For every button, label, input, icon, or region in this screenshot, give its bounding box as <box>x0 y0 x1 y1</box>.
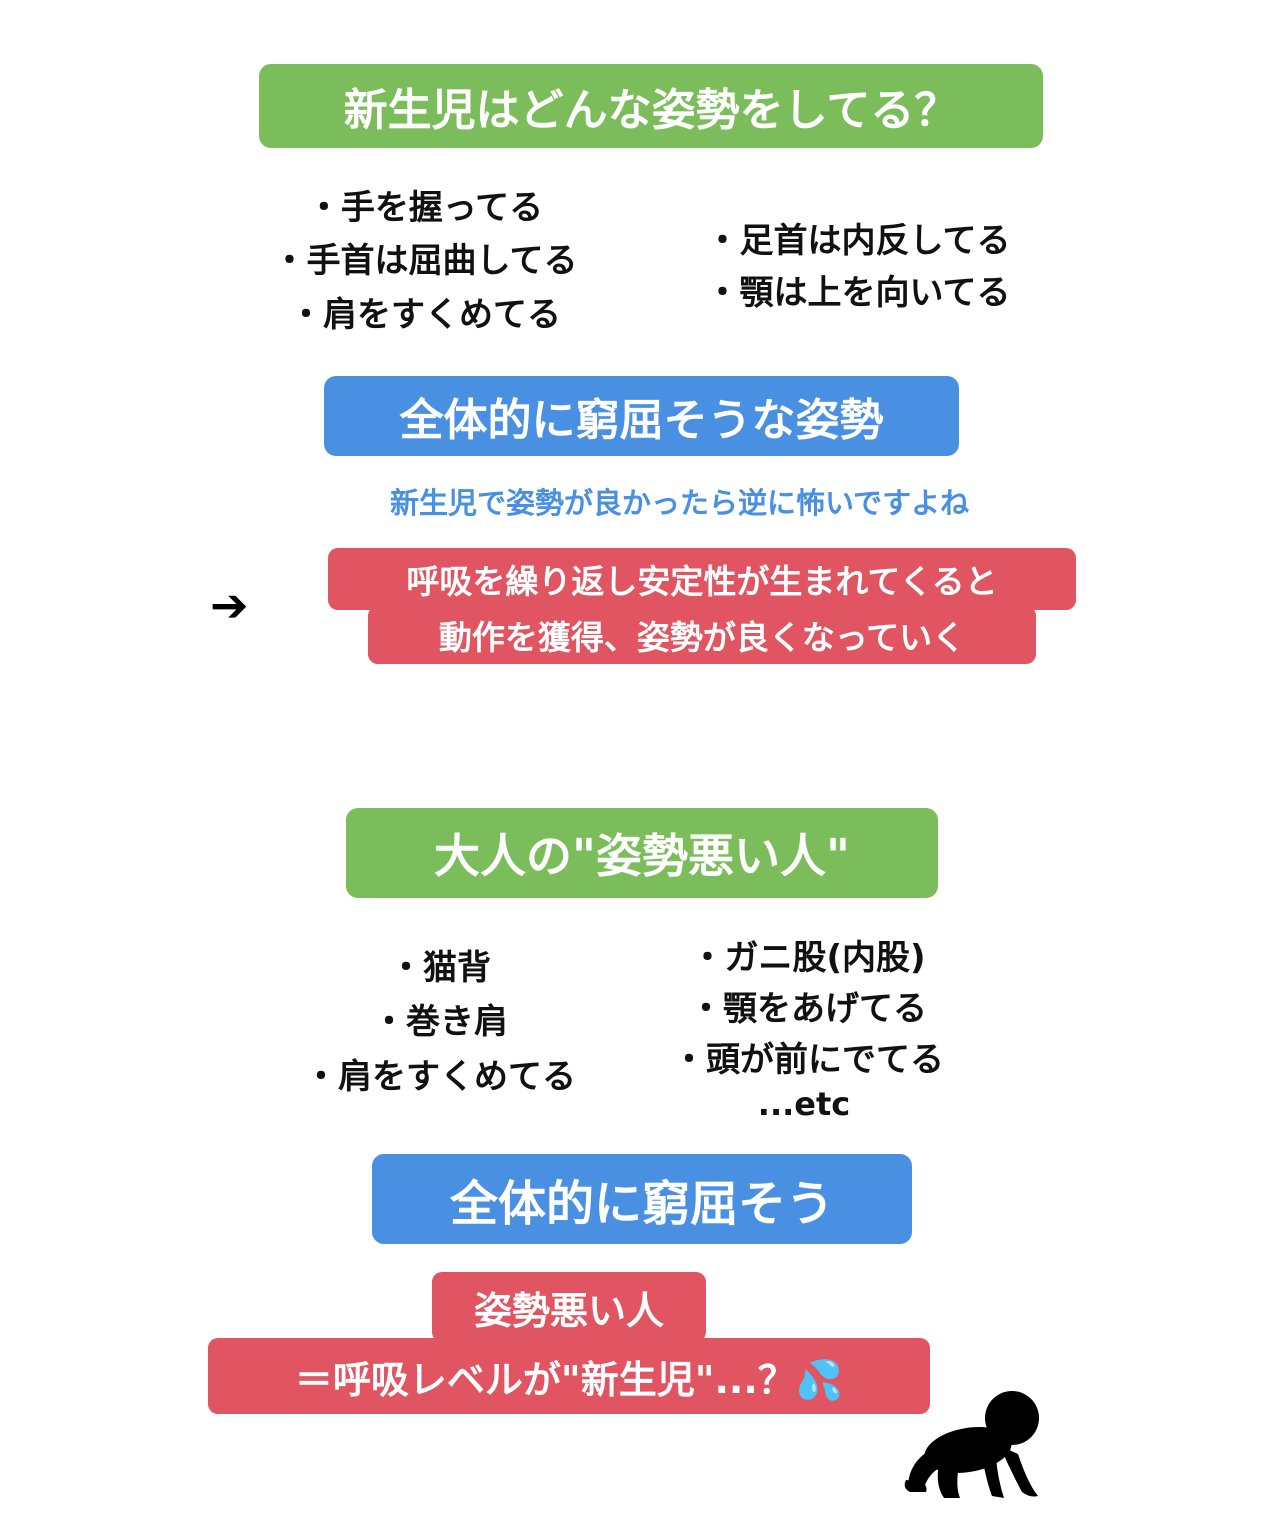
section1-note: 新生児で姿勢が良かったら逆に怖いですよね <box>390 486 970 520</box>
adult-item-shrugged-shoulders: ・肩をすくめてる <box>304 1057 576 1097</box>
newborn-item-chin: ・顎は上を向いてる <box>705 273 1011 313</box>
adult-item-bowlegs: ・ガニ股(内股) <box>690 938 926 978</box>
adult-items-etc: ...etc <box>757 1085 851 1123</box>
newborn-item-hands: ・手を握ってる <box>306 188 544 228</box>
section2-summary: 全体的に窮屈そう <box>372 1154 912 1244</box>
newborn-item-wrists: ・手首は屈曲してる <box>272 241 578 281</box>
section1-result-line2: 動作を獲得、姿勢が良くなっていく <box>368 606 1036 664</box>
adult-item-raised-chin: ・顎をあげてる <box>689 989 927 1029</box>
section1-summary: 全体的に窮屈そうな姿勢 <box>324 376 959 456</box>
adult-item-forward-head: ・頭が前にでてる <box>672 1040 944 1080</box>
section2-conclusion-line2: ＝呼吸レベルが"新生児"...？💦 <box>208 1338 930 1414</box>
adult-item-hunchback: ・猫背 <box>389 948 491 988</box>
newborn-item-ankles: ・足首は内反してる <box>705 221 1011 261</box>
section2-conclusion-line1: 姿勢悪い人 <box>432 1272 706 1342</box>
newborn-item-shoulders: ・肩をすくめてる <box>289 295 561 335</box>
section2-title: 大人の"姿勢悪い人" <box>346 808 938 898</box>
section1-result-line1: 呼吸を繰り返し安定性が生まれてくると <box>328 548 1076 610</box>
adult-item-rounded-shoulders: ・巻き肩 <box>372 1002 508 1042</box>
section1-title: 新生児はどんな姿勢をしてる？ <box>259 64 1043 148</box>
crawling-baby-icon <box>904 1391 1039 1498</box>
arrow-right-icon: ➔ <box>210 578 249 632</box>
